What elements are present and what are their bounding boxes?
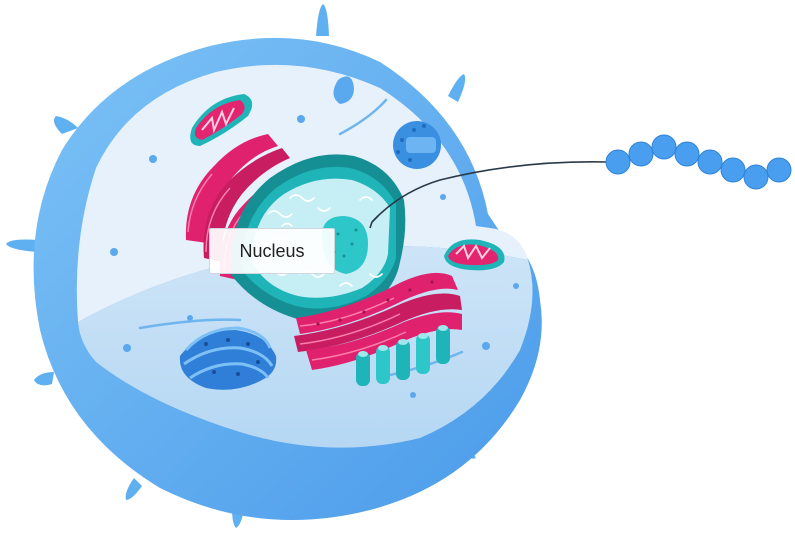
nucleus-label: Nucleus — [209, 228, 335, 274]
rough-er-front — [294, 272, 462, 370]
pointer-line — [369, 161, 609, 229]
centrosome-icon — [393, 121, 441, 169]
bead-chain-icon — [605, 134, 792, 190]
smooth-er — [356, 325, 450, 386]
vesicles — [110, 88, 519, 398]
mitochondrion-right — [444, 239, 505, 271]
nucleus-label-text: Nucleus — [239, 240, 305, 261]
vacuole — [333, 76, 354, 104]
golgi-apparatus — [179, 326, 277, 390]
mitochondrion-top — [190, 94, 253, 146]
